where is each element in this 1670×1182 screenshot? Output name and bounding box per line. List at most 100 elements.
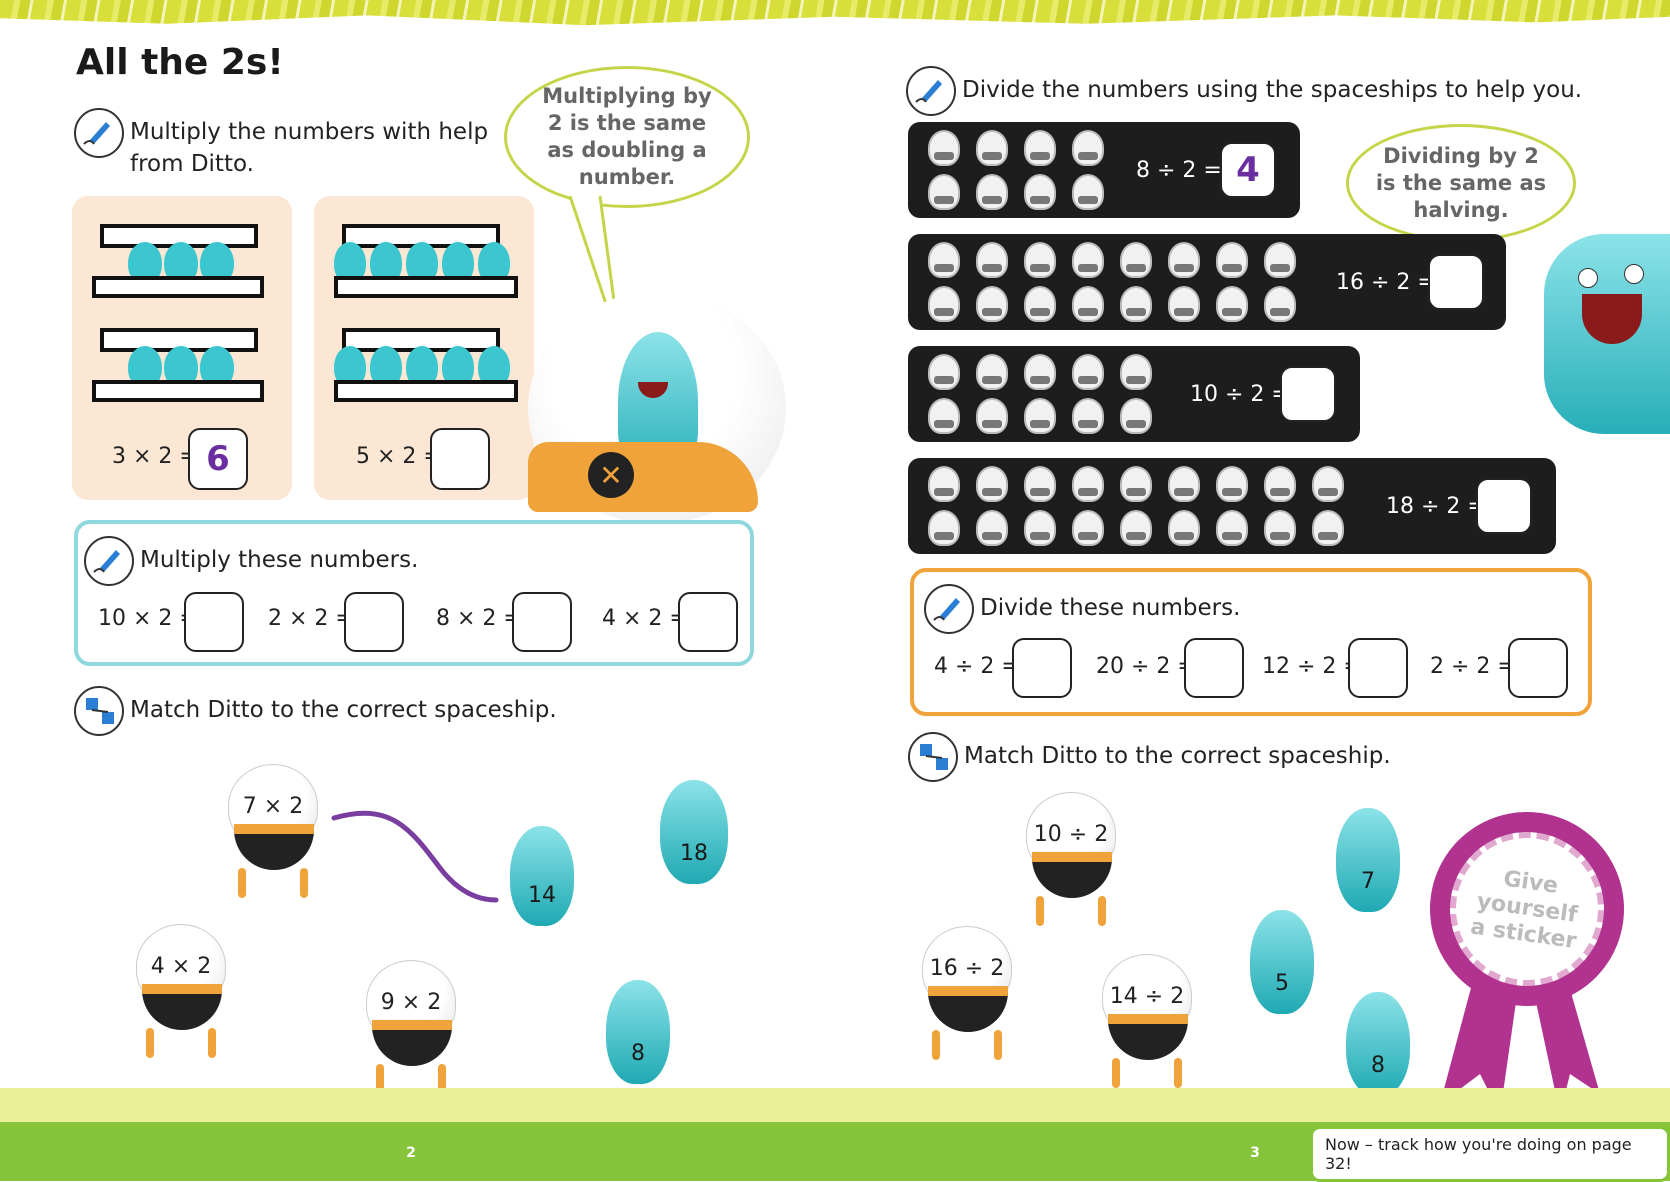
spaceship-leg: [1112, 1058, 1120, 1088]
divide-frame: [910, 568, 1592, 716]
spaceship[interactable]: 10 ÷ 2: [1022, 792, 1118, 932]
spaceship-console: [528, 442, 758, 512]
track-progress-note: Now – track how you're doing on page 32!: [1310, 1126, 1670, 1182]
instruction-divide: Divide these numbers.: [980, 595, 1241, 621]
ditto-character[interactable]: 7: [1336, 808, 1400, 912]
equation: 2 × 2 =: [268, 606, 354, 631]
pencil-icon: [84, 536, 134, 586]
instruction-match: Match Ditto to the correct spaceship.: [964, 743, 1391, 769]
equation: 18 ÷ 2 =: [1386, 494, 1486, 519]
footer-band: [0, 1088, 1670, 1122]
ditto-mouth: [638, 382, 668, 398]
match-icon: [908, 732, 958, 782]
spaceship-base: [142, 984, 222, 1030]
equation: 8 ÷ 2 =: [1136, 158, 1222, 183]
answer-box[interactable]: [1476, 478, 1532, 534]
spaceship[interactable]: 4 × 2: [132, 924, 228, 1064]
equation: 10 × 2 =: [98, 606, 198, 631]
equation: 5 × 2 =: [356, 444, 442, 469]
multiply-frame: [74, 520, 754, 666]
ditto-character[interactable]: 8: [1346, 992, 1410, 1096]
answer-box[interactable]: 6: [188, 428, 248, 490]
spaceship-bar-1: 8 ÷ 2 = 4: [908, 122, 1300, 218]
spaceship-leg: [932, 1030, 940, 1060]
equation: 20 ÷ 2 =: [1096, 654, 1196, 679]
speech-bubble-doubling: Multiplying by 2 is the same as doubling…: [504, 66, 750, 208]
spaceship-base: [372, 1020, 452, 1066]
rosette-sticker: Give yourself a sticker: [1430, 812, 1624, 1006]
spaceship-leg: [994, 1030, 1002, 1060]
spaceship-leg: [1174, 1058, 1182, 1088]
bench-card-1: 3 × 2 = 6: [72, 196, 292, 500]
spaceship-base: [1108, 1014, 1188, 1060]
spaceship-leg: [376, 1064, 384, 1094]
answer-box[interactable]: [1348, 638, 1408, 698]
equation: 4 × 2 =: [602, 606, 688, 631]
ditto-eye: [1624, 264, 1644, 284]
ditto-peeking: [1544, 234, 1670, 434]
equation: 10 ÷ 2 =: [1190, 382, 1290, 407]
instruction-multiply: Multiply these numbers.: [140, 547, 419, 573]
answer-box[interactable]: [1508, 638, 1568, 698]
bench-card-2: 5 × 2 =: [314, 196, 534, 500]
ditto-character[interactable]: 5: [1250, 910, 1314, 1014]
spaceship-base: [234, 824, 314, 870]
top-decorative-stripe: [0, 0, 1670, 26]
multiply-icon: ✕: [588, 452, 634, 498]
spaceship-bar-4: 18 ÷ 2 =: [908, 458, 1556, 554]
equation: 4 ÷ 2 =: [934, 654, 1020, 679]
spaceship-leg: [146, 1028, 154, 1058]
spaceship-leg: [1036, 896, 1044, 926]
pencil-icon: [906, 66, 956, 116]
spaceship-leg: [1098, 896, 1106, 926]
answer-box[interactable]: [1428, 254, 1484, 310]
pencil-icon: [74, 108, 124, 158]
answer-box[interactable]: [344, 592, 404, 652]
answer-box[interactable]: 4: [1220, 142, 1276, 198]
spaceship[interactable]: 16 ÷ 2: [918, 926, 1014, 1066]
equation: 8 × 2 =: [436, 606, 522, 631]
instruction-divide-help: Divide the numbers using the spaceships …: [962, 77, 1583, 103]
spaceship-base: [1032, 852, 1112, 898]
bench-seat: [334, 380, 518, 402]
ditto-spaceship-illustration: ✕: [528, 292, 786, 524]
page-number-left: 2: [388, 1128, 434, 1178]
sticker-text: Give yourself a sticker: [1440, 822, 1614, 996]
spaceship-leg: [208, 1028, 216, 1058]
bench-seat: [92, 276, 264, 298]
speech-bubble-halving: Dividing by 2 is the same as halving.: [1346, 124, 1576, 242]
spaceship-bar-3: 10 ÷ 2 =: [908, 346, 1360, 442]
bench-seat: [92, 380, 264, 402]
spaceship[interactable]: 9 × 2: [362, 960, 458, 1100]
equation: 16 ÷ 2 =: [1336, 270, 1436, 295]
spaceship[interactable]: 14 ÷ 2: [1098, 954, 1194, 1094]
answer-box[interactable]: [184, 592, 244, 652]
instruction-multiply-help: Multiply the numbers with help from Ditt…: [130, 119, 489, 177]
answer-box[interactable]: [430, 428, 490, 490]
ditto-character[interactable]: 18: [660, 780, 728, 884]
spaceship-base: [928, 986, 1008, 1032]
answer-box[interactable]: [1184, 638, 1244, 698]
equation: 3 × 2 =: [112, 444, 198, 469]
drawn-match-line: [331, 810, 499, 903]
spaceship[interactable]: 7 × 2: [224, 764, 320, 904]
answer-box[interactable]: [1012, 638, 1072, 698]
page-title: All the 2s!: [76, 42, 284, 83]
pencil-icon: [924, 584, 974, 634]
spaceship-leg: [238, 868, 246, 898]
ditto-eye: [1578, 268, 1598, 288]
ditto-character[interactable]: 8: [606, 980, 670, 1084]
match-icon: [74, 686, 124, 736]
ditto-mouth: [1582, 294, 1642, 344]
spaceship-leg: [438, 1064, 446, 1094]
answer-box[interactable]: [1280, 366, 1336, 422]
spaceship-bar-2: 16 ÷ 2 =: [908, 234, 1506, 330]
answer-box[interactable]: [512, 592, 572, 652]
instruction-match: Match Ditto to the correct spaceship.: [130, 697, 557, 723]
ditto-character[interactable]: 14: [510, 826, 574, 926]
answer-box[interactable]: [678, 592, 738, 652]
equation: 12 ÷ 2 =: [1262, 654, 1362, 679]
spaceship-leg: [300, 868, 308, 898]
bench-seat: [334, 276, 518, 298]
equation: 2 ÷ 2 =: [1430, 654, 1516, 679]
